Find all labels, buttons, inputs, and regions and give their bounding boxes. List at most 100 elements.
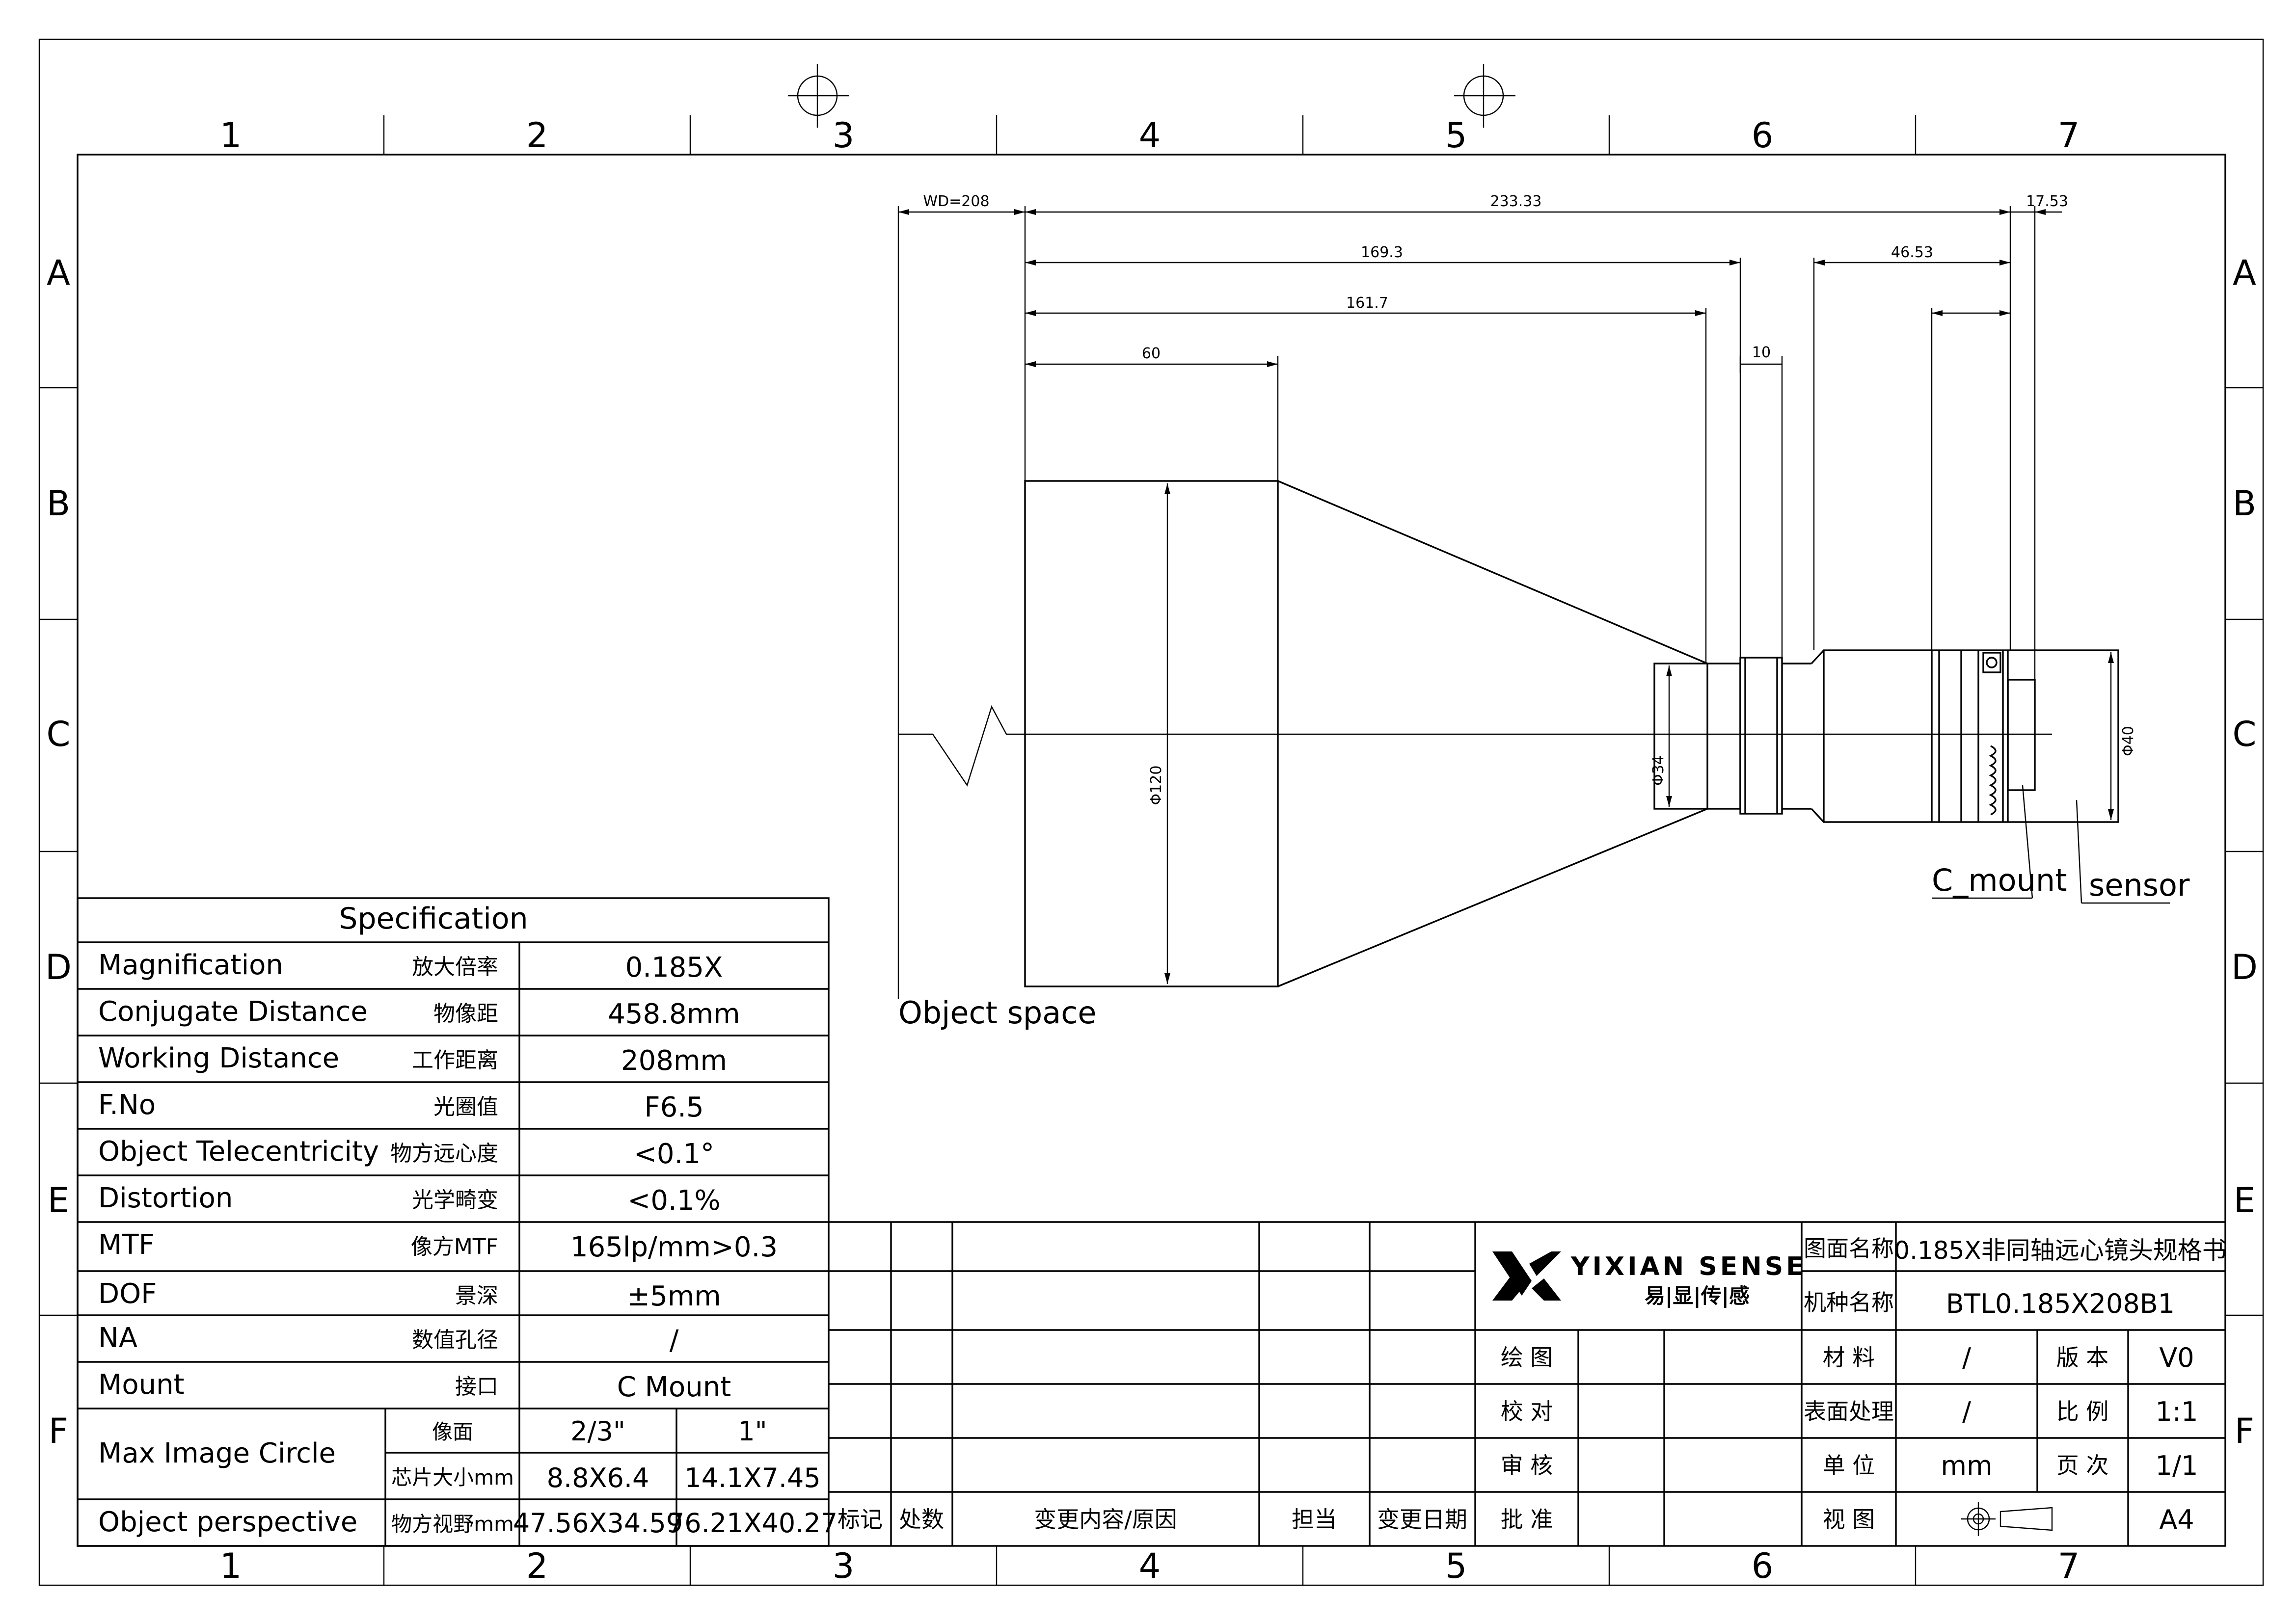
- version-label: 版 本: [2056, 1344, 2109, 1371]
- scale-value: 1:1: [2156, 1396, 2198, 1427]
- material-label: 材 料: [1823, 1344, 1875, 1371]
- spec-value: 165lp/mm>0.3: [570, 1231, 778, 1263]
- sign-label-approve: 批 准: [1501, 1506, 1553, 1533]
- spec-label-cn: 接口: [455, 1374, 498, 1399]
- spec-value: ±5mm: [627, 1280, 721, 1312]
- dim-dia-120: Φ120: [1148, 766, 1165, 805]
- zone-col-bottom-6: 6: [1752, 1546, 1774, 1586]
- spec-label-en: Working Distance: [98, 1042, 339, 1074]
- spec-value: 0.185X: [625, 952, 723, 984]
- spec-label-cn: 景深: [455, 1283, 498, 1308]
- zone-row-right-F: F: [2235, 1411, 2254, 1451]
- spec-label-cn: 像方MTF: [411, 1234, 498, 1259]
- crosshair-icon: [1454, 64, 1515, 128]
- page-value: 1/1: [2156, 1450, 2198, 1481]
- spec-label-en: Distortion: [98, 1182, 233, 1214]
- spec-label-cn: 工作距离: [412, 1048, 498, 1073]
- dim-60: 60: [1142, 345, 1161, 362]
- company-name: YIXIAN SENSE: [1570, 1252, 1807, 1281]
- zone-col-bottom-4: 4: [1139, 1546, 1161, 1586]
- zone-col-top-1: 1: [220, 115, 242, 156]
- zone-col-bottom-2: 2: [526, 1546, 548, 1586]
- spec-label-cn: 物方视野mm: [391, 1512, 514, 1536]
- rev-header-mark: 标记: [837, 1506, 883, 1533]
- spec-rows: Magnification Conjugate Distance Working…: [98, 949, 379, 1538]
- spec-label-en: Object perspective: [98, 1506, 357, 1538]
- label-c-mount: C_mount: [1932, 862, 2067, 898]
- spec-label-en: Max Image Circle: [98, 1437, 336, 1469]
- spec-label-cn: 光圈值: [433, 1094, 498, 1119]
- optical-axis: [897, 705, 2052, 999]
- spec-label-cn: 物方远心度: [390, 1141, 498, 1166]
- zone-row-right-A: A: [2233, 253, 2256, 293]
- zone-col-top-4: 4: [1139, 115, 1161, 156]
- version-value: V0: [2159, 1342, 2194, 1373]
- size-value: A4: [2159, 1504, 2194, 1535]
- spec-value: /: [670, 1325, 679, 1356]
- spec-value: 1": [738, 1416, 767, 1447]
- spec-label-cn: 放大倍率: [412, 955, 498, 980]
- zone-row-right-D: D: [2231, 947, 2258, 987]
- zone-col-top-3: 3: [833, 115, 855, 156]
- zone-row-left-C: C: [47, 714, 71, 754]
- company-name-cn: 易|显|传|感: [1645, 1284, 1750, 1308]
- dim-10: 10: [1752, 344, 1771, 361]
- spec-label-en: Mount: [98, 1369, 185, 1401]
- dim-169: 169.3: [1361, 244, 1403, 261]
- zone-row-left-D: D: [45, 947, 72, 987]
- leader-lines: [1932, 785, 2170, 904]
- scale-label: 比 例: [2056, 1398, 2109, 1425]
- zone-row-right-B: B: [2233, 483, 2256, 524]
- dim-dia-40: Φ40: [2120, 726, 2137, 756]
- sign-label-draw: 绘 图: [1501, 1344, 1553, 1371]
- model-name: BTL0.185X208B1: [1946, 1288, 2175, 1319]
- yixian-logo-icon: [1492, 1251, 1561, 1301]
- spec-label-en: MTF: [98, 1229, 155, 1261]
- dim-total-length: 233.33: [1490, 193, 1542, 210]
- dimension-lines: [898, 211, 2112, 984]
- zone-col-top-5: 5: [1445, 115, 1467, 156]
- page-label: 页 次: [2056, 1452, 2109, 1479]
- spec-value: C Mount: [617, 1371, 731, 1403]
- unit-value: mm: [1941, 1450, 1992, 1481]
- spec-label-cn: 数值孔径: [412, 1328, 498, 1353]
- zone-col-bottom-7: 7: [2058, 1546, 2080, 1586]
- unit-label: 单 位: [1823, 1452, 1875, 1479]
- material-value: /: [1962, 1342, 1972, 1373]
- spec-value: F6.5: [644, 1091, 703, 1123]
- surface-label: 表面处理: [1804, 1398, 1894, 1425]
- dim-46: 46.53: [1891, 244, 1933, 261]
- spec-label-cn: 芯片大小mm: [391, 1465, 514, 1489]
- rev-header-count: 处数: [899, 1506, 944, 1533]
- spec-value: 47.56X34.59: [513, 1508, 683, 1539]
- sign-label-check: 校 对: [1501, 1398, 1553, 1425]
- drawing-name: 0.185X非同轴远心镜头规格书: [1894, 1236, 2226, 1265]
- outer-border: [38, 38, 2264, 1586]
- model-label: 机种名称: [1804, 1289, 1894, 1316]
- spec-table: [77, 897, 830, 1547]
- extension-lines: [897, 206, 2119, 822]
- spec-label-en: NA: [98, 1322, 137, 1354]
- dim-wd: WD=208: [923, 193, 989, 210]
- zone-row-left-F: F: [49, 1411, 68, 1451]
- zone-row-left-A: A: [47, 253, 70, 293]
- spec-label-en: Object Telecentricity: [98, 1136, 379, 1168]
- zone-row-left-B: B: [47, 483, 70, 524]
- rev-header-content: 变更内容/原因: [1034, 1506, 1177, 1533]
- spec-value: 14.1X7.45: [684, 1462, 820, 1493]
- spec-value: <0.1°: [634, 1138, 714, 1170]
- spec-value: 76.21X40.27: [668, 1508, 837, 1539]
- zone-col-bottom-3: 3: [833, 1546, 855, 1586]
- zone-dividers: [39, 115, 2263, 1585]
- spec-value: 208mm: [621, 1045, 727, 1077]
- spec-label-en: Magnification: [98, 949, 283, 981]
- zone-col-top-2: 2: [526, 115, 548, 156]
- dim-dia-34: Φ34: [1650, 755, 1667, 786]
- dim-161: 161.7: [1346, 294, 1388, 312]
- zone-row-left-E: E: [48, 1180, 69, 1221]
- spec-label-cn: 光学畸变: [412, 1188, 498, 1213]
- rev-header-date: 变更日期: [1377, 1506, 1467, 1533]
- inner-border: [77, 154, 2226, 1547]
- view-label: 视 图: [1823, 1506, 1875, 1533]
